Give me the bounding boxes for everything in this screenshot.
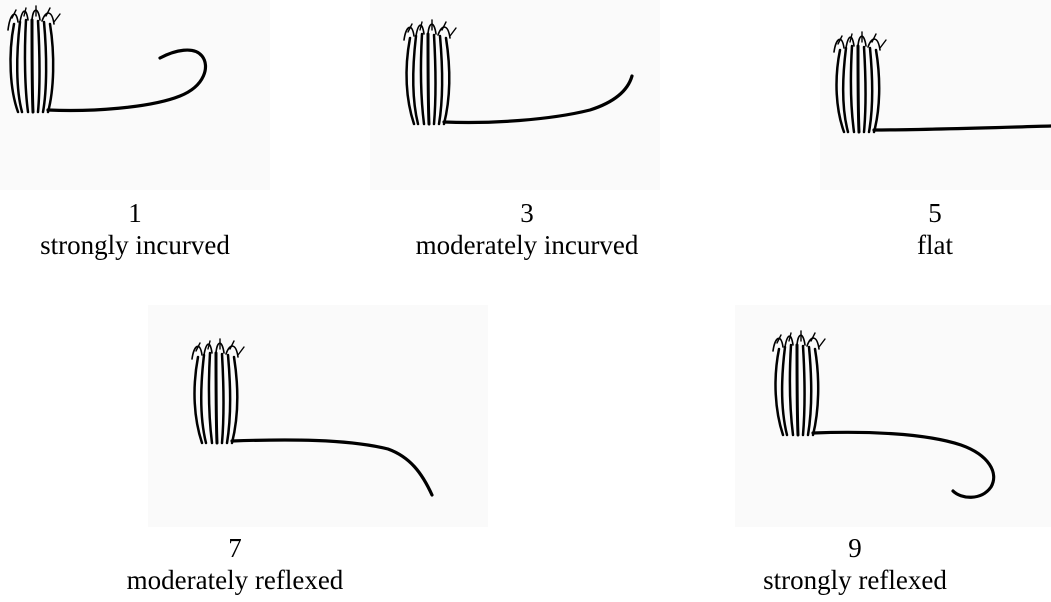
illustration-flat [800, 0, 1051, 190]
illustration-moderately-reflexed [148, 305, 488, 527]
label-flat: flat [860, 229, 1010, 261]
label-moderately-reflexed: moderately reflexed [80, 564, 390, 596]
caption-strongly-reflexed: 9 strongly reflexed [705, 532, 1005, 596]
caption-strongly-incurved: 1 strongly incurved [15, 197, 255, 261]
illustration-moderately-incurved [360, 0, 660, 190]
label-strongly-incurved: strongly incurved [15, 229, 255, 261]
caption-moderately-reflexed: 7 moderately reflexed [80, 532, 390, 596]
illustration-strongly-reflexed [735, 305, 1051, 527]
score-3: 3 [382, 197, 672, 229]
caption-moderately-incurved: 3 moderately incurved [382, 197, 672, 261]
label-strongly-reflexed: strongly reflexed [705, 564, 1005, 596]
label-moderately-incurved: moderately incurved [382, 229, 672, 261]
score-5: 5 [860, 197, 1010, 229]
score-7: 7 [80, 532, 390, 564]
illustration-strongly-incurved [0, 0, 270, 190]
score-1: 1 [15, 197, 255, 229]
score-9: 9 [705, 532, 1005, 564]
caption-flat: 5 flat [860, 197, 1010, 261]
